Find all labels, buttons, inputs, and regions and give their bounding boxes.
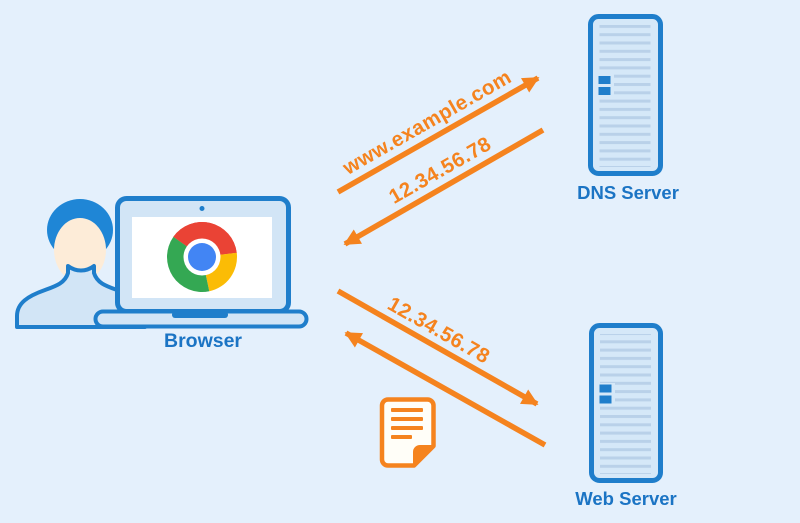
laptop-camera-dot	[199, 206, 205, 211]
dns-server-icon	[588, 14, 663, 176]
browser-label: Browser	[164, 330, 242, 352]
web-request-label: 12.34.56.78	[384, 292, 494, 368]
document-text-line	[391, 408, 423, 412]
chrome-logo-icon	[167, 221, 238, 292]
web-response-arrow	[344, 330, 547, 448]
server-led	[599, 384, 612, 393]
server-led	[598, 76, 611, 84]
web-request-arrow	[336, 288, 539, 407]
server-led	[598, 87, 611, 95]
document-text-line	[391, 426, 423, 430]
web-server-icon	[589, 323, 663, 483]
document-text-line	[391, 417, 423, 421]
document-fold	[413, 445, 435, 467]
dns-request-arrow	[336, 75, 540, 195]
laptop-base-notch	[172, 311, 228, 318]
dns-response-arrow	[343, 127, 545, 247]
web-server-label: Web Server	[575, 488, 676, 509]
laptop-icon	[93, 196, 309, 329]
server-led	[599, 395, 612, 404]
document-icon	[379, 397, 436, 468]
document-text-line	[391, 435, 412, 439]
dns-server-label: DNS Server	[577, 182, 679, 203]
